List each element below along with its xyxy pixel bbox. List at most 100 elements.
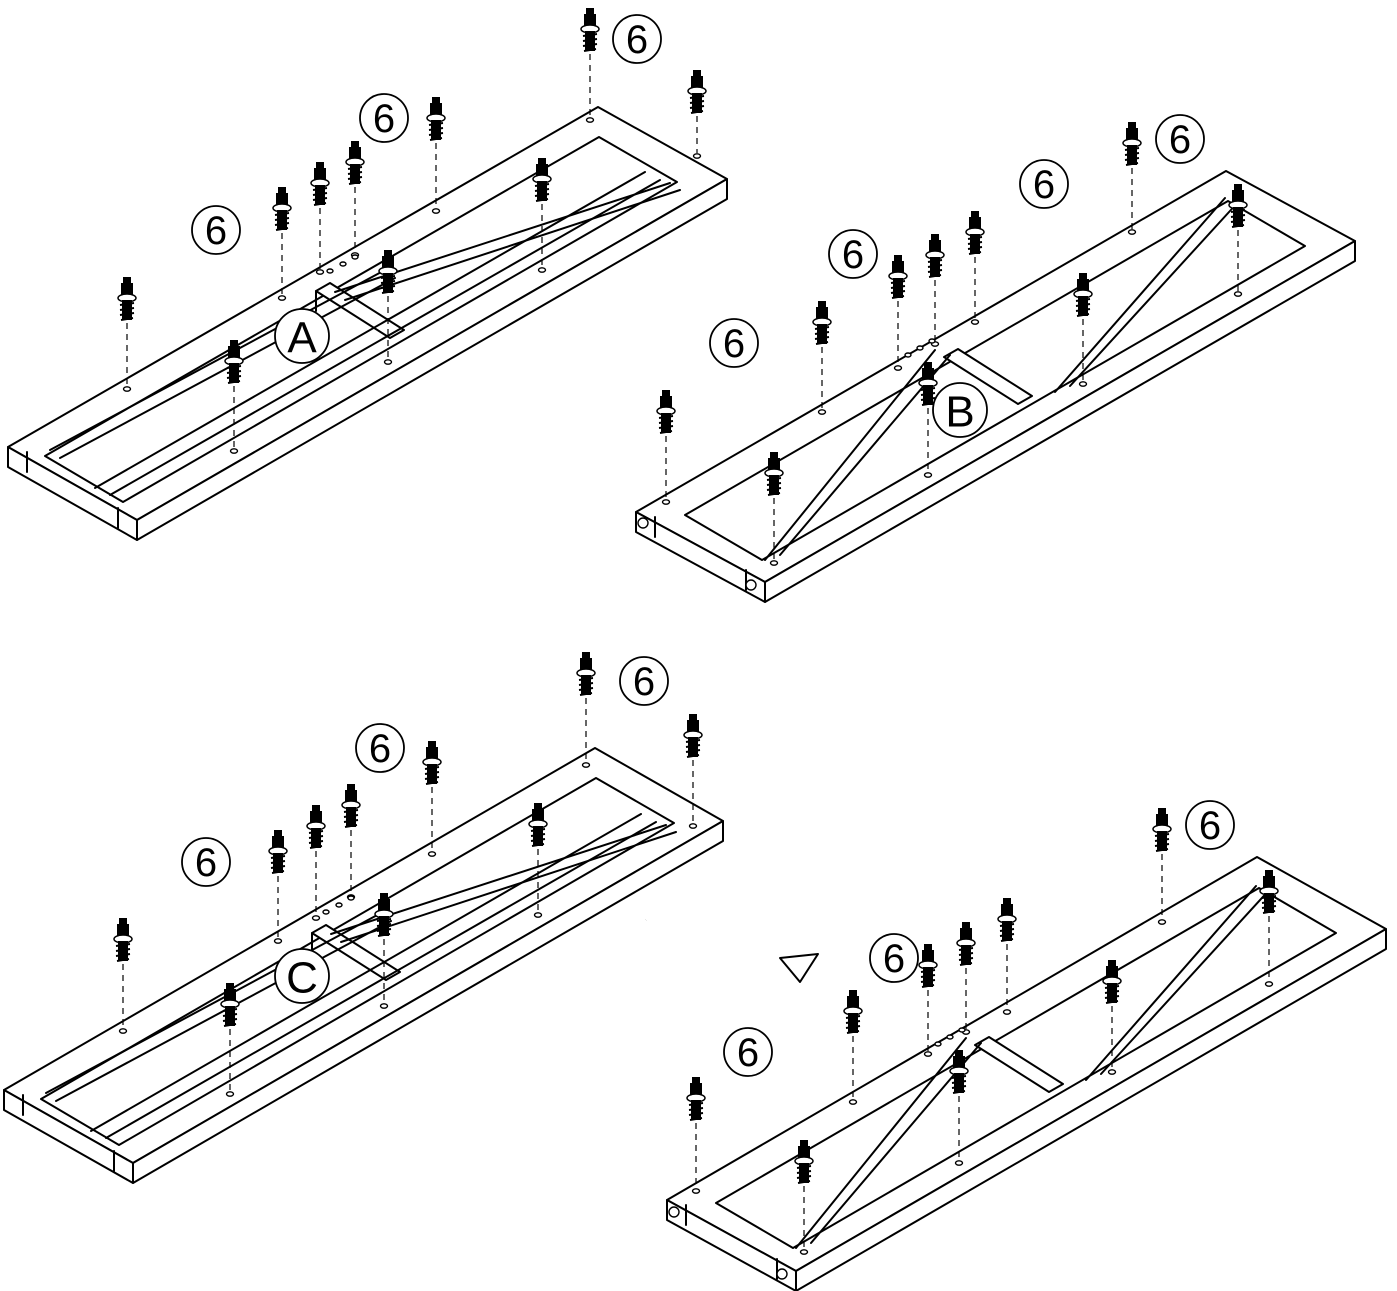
dowel-hole [1233, 291, 1243, 297]
dowel-hole [893, 365, 903, 371]
dowel-hole [799, 1249, 809, 1255]
dowel-hole [533, 912, 543, 918]
callout-circle [869, 933, 919, 983]
callout-circle [828, 229, 878, 279]
frame-c-flipped [666, 856, 1387, 1291]
dowel-hole [229, 448, 239, 454]
dowel-hole [315, 269, 325, 275]
frame-b-center-rail [943, 348, 1033, 405]
dowel-hole [427, 851, 437, 857]
dowel-hole [585, 117, 595, 123]
callout-6: 6 [181, 837, 231, 887]
leader-lines [118, 54, 1274, 1255]
dowel-hole [692, 153, 702, 159]
callout-number: 6 [373, 97, 395, 141]
cam-bolt-icon [997, 897, 1017, 942]
cam-bolt-icon [843, 989, 863, 1034]
callout-6: 6 [1019, 159, 1069, 209]
callout-circle [191, 205, 241, 255]
callout-6: 6 [1185, 800, 1235, 850]
dowel-hole [1264, 981, 1274, 987]
callout-number: 6 [626, 18, 648, 62]
part-label-b-text: B [945, 388, 974, 437]
pilot-hole [322, 909, 330, 915]
callout-6: 6 [359, 93, 409, 143]
callout-number: 6 [723, 322, 745, 366]
callout-number: 6 [737, 1031, 759, 1075]
pilot-hole [351, 254, 359, 260]
part-label-a: A [274, 308, 330, 364]
callout-circle [723, 1027, 773, 1077]
callout-6: 6 [869, 933, 919, 983]
cam-bolt-icon [656, 389, 676, 434]
cam-bolt-icon [918, 943, 938, 988]
pilot-hole [326, 268, 334, 274]
dowel-hole [923, 1051, 933, 1057]
callout-6: 6 [619, 656, 669, 706]
cam-bolt-icon [306, 804, 326, 849]
frame-c [3, 747, 724, 1184]
frame-a [7, 106, 728, 541]
cam-bolt-icon [925, 233, 945, 278]
pilot-hole [339, 261, 347, 267]
pilot-hole [347, 895, 355, 901]
dowel-hole [311, 915, 321, 921]
frame-d-center-rail [974, 1036, 1064, 1093]
dowel-hole [1107, 1069, 1117, 1075]
callout-6: 6 [191, 205, 241, 255]
dowel-hole [848, 1099, 858, 1105]
callout-circle [359, 93, 409, 143]
cam-bolt-icon [268, 829, 288, 874]
part-label-a-text: A [287, 314, 317, 363]
callout-number: 6 [1199, 804, 1221, 848]
pilot-hole [916, 345, 924, 351]
cam-bolt-icon [310, 161, 330, 206]
dowel-hole [688, 823, 698, 829]
cam-bolt-icon [345, 140, 365, 185]
dowel-hole [277, 295, 287, 301]
callout-circle [709, 318, 759, 368]
dowel-hole [118, 1028, 128, 1034]
callout-circle [619, 656, 669, 706]
part-label-b: B [932, 382, 988, 438]
curved-arrow-icon [644, 903, 819, 983]
pilot-hole [928, 338, 936, 344]
callout-circle [181, 837, 231, 887]
pilot-hole [904, 352, 912, 358]
cam-bolt-icon [965, 210, 985, 255]
dowel-hole [970, 319, 980, 325]
dowel-hole [581, 762, 591, 768]
pilot-hole [934, 1041, 942, 1047]
pilot-hole [946, 1034, 954, 1040]
callout-circle [1185, 800, 1235, 850]
dowel-hole [379, 1003, 389, 1009]
cam-bolt-icon [1152, 807, 1172, 852]
pilot-hole [958, 1027, 966, 1033]
pilot-hole [335, 902, 343, 908]
callout-number: 6 [1169, 118, 1191, 162]
cam-bolt-icon [686, 1076, 706, 1121]
callout-number: 6 [1033, 163, 1055, 207]
dowel-hole [431, 208, 441, 214]
dowel-hole [769, 560, 779, 566]
frame-c-end-face [3, 1089, 134, 1184]
callout-6: 6 [1155, 114, 1205, 164]
cam-bolt-icon [117, 276, 137, 321]
callout-6: 6 [828, 229, 878, 279]
callout-circle [612, 14, 662, 64]
callout-number: 6 [195, 841, 217, 885]
cam-bolt-icon [341, 783, 361, 828]
cam-bolt-icon [422, 740, 442, 785]
dowel-hole [537, 267, 547, 273]
callout-6: 6 [723, 1027, 773, 1077]
dowel-hole [661, 499, 671, 505]
callout-number: 6 [205, 209, 227, 253]
callout-number: 6 [633, 660, 655, 704]
dowel-hole [1157, 919, 1167, 925]
frame-b-end-face [635, 511, 766, 603]
callout-number: 6 [883, 937, 905, 981]
dowel-hole [225, 1091, 235, 1097]
